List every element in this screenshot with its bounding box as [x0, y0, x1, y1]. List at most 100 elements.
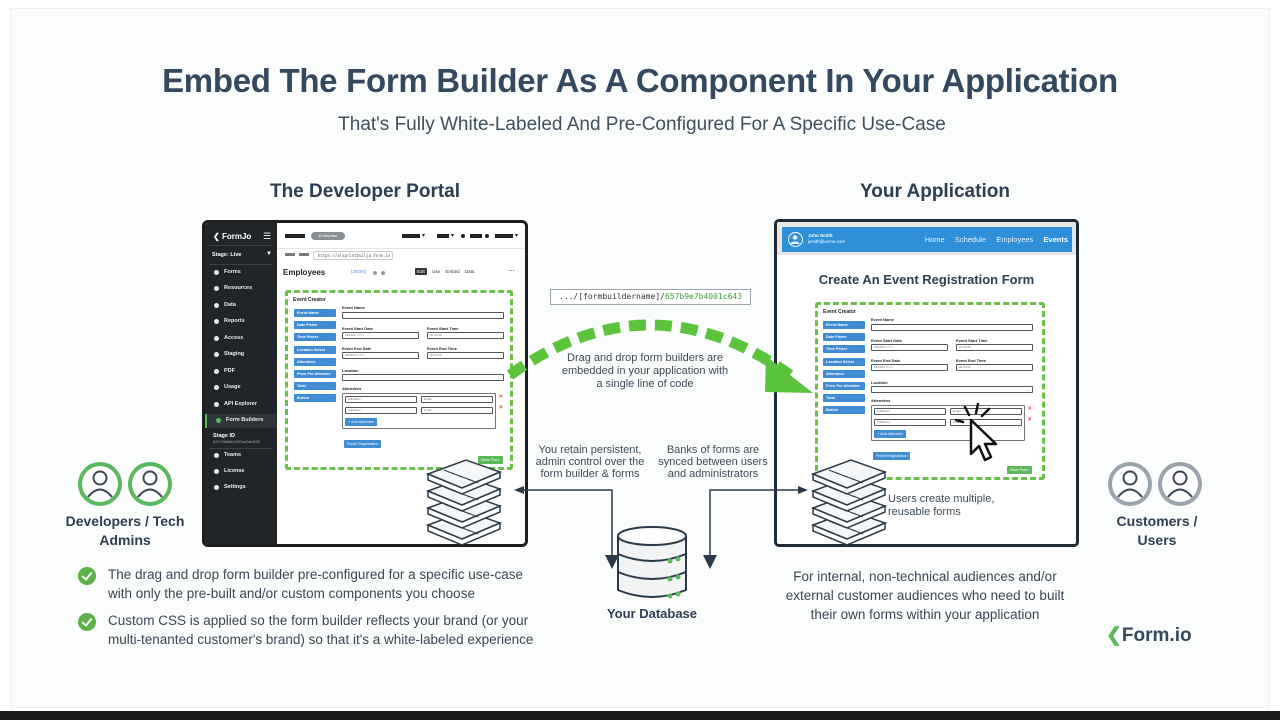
sidebar-item-license[interactable]: License: [205, 465, 277, 479]
app-label-start-date: Event Start Date: [871, 338, 902, 343]
app-add-attendee-button[interactable]: + Add Attendee: [874, 430, 906, 438]
portal-component-attendees[interactable]: Attendees: [294, 357, 336, 366]
app-component-attendees[interactable]: Attendees: [823, 369, 865, 378]
app-component-time-picker[interactable]: Time Picker: [823, 345, 865, 354]
menu-icon[interactable]: ☰: [263, 231, 272, 241]
nav-dot-icon: [214, 352, 219, 357]
app-end-time-input[interactable]: 00:00:00: [956, 364, 1033, 371]
app-label-attendees: Attendees: [871, 398, 891, 403]
stage-selector[interactable]: Stage: Live: [212, 252, 242, 258]
nav-home[interactable]: Home: [924, 235, 945, 244]
drag-drop-caption: Drag and drop form builders are embedded…: [561, 352, 729, 390]
sidebar-item-data[interactable]: Data: [205, 299, 277, 313]
bottom-bar: [0, 711, 1280, 720]
sidebar-item-staging[interactable]: Staging: [205, 348, 277, 362]
database-icon: [617, 526, 687, 599]
portal-logo: ❮ FormJo: [213, 232, 251, 241]
sidebar-item-usage[interactable]: Usage: [205, 381, 277, 395]
stack-layer: [810, 459, 888, 495]
app-finish-registration-button[interactable]: Finish Registration: [873, 452, 911, 460]
portal-start-time-input[interactable]: 00:00:00: [427, 332, 504, 339]
portal-remove-icon[interactable]: ×: [499, 394, 503, 400]
nav-employees[interactable]: Employees: [996, 235, 1034, 244]
chevron-down-icon: ⌄: [497, 375, 501, 380]
tab-embed[interactable]: Embed: [445, 269, 460, 274]
app-start-time-input[interactable]: 00:00:00: [956, 344, 1033, 351]
cursor-icon: [955, 402, 998, 462]
chevron-down-icon[interactable]: ▾: [422, 233, 426, 239]
sidebar-item-reports[interactable]: Reports: [205, 315, 277, 329]
sidebar-item-label: Usage: [224, 384, 241, 390]
app-location-select[interactable]: ⌄: [871, 386, 1033, 393]
connector-lines: [514, 486, 808, 569]
portal-url[interactable]: https://alsprintbuilja.form.io: [313, 251, 393, 260]
tab-data[interactable]: Data: [464, 269, 475, 274]
portal-component-price-per-attendee[interactable]: Price Per Attendee: [294, 370, 336, 378]
slide-subtitle: That's Fully White-Labeled And Pre-Confi…: [338, 114, 946, 135]
app-attendee-name-input[interactable]: FullName: [874, 408, 946, 415]
enterprise-badge: Enterprise: [311, 232, 345, 240]
app-component-button[interactable]: Button: [823, 406, 865, 415]
topbar-placeholder: [285, 234, 305, 238]
app-component-location-select[interactable]: Location Select: [823, 357, 865, 366]
portal-component-button[interactable]: Button: [294, 394, 336, 403]
portal-attendee-email-input[interactable]: Email: [421, 407, 493, 414]
app-attendee-email-input[interactable]: Email: [950, 419, 1022, 426]
portal-location-select[interactable]: ⌄: [342, 374, 504, 381]
slide-title: Embed The Form Builder As A Component In…: [162, 62, 1118, 99]
more-icon[interactable]: ⋯: [508, 268, 515, 275]
avatar[interactable]: [788, 232, 803, 247]
nav-events[interactable]: Events: [1043, 235, 1068, 244]
save-form-button[interactable]: Save Form: [478, 456, 503, 464]
portal-component-location-select[interactable]: Location Select: [294, 345, 336, 354]
tab-edit[interactable]: Edit: [415, 268, 427, 275]
sidebar-item-resources[interactable]: Resources: [205, 282, 277, 296]
portal-component-event-name[interactable]: Event Name: [294, 309, 336, 317]
app-component-date-picker[interactable]: Date Picker: [823, 333, 865, 342]
portal-component-total[interactable]: Total: [294, 382, 336, 391]
app-save-form-button[interactable]: Save Form: [1007, 466, 1032, 474]
sidebar-item-settings[interactable]: Settings: [205, 481, 277, 495]
portal-component-date-picker[interactable]: Date Picker: [294, 321, 336, 330]
sidebar-item-teams[interactable]: Teams: [205, 449, 277, 463]
app-component-event-name[interactable]: Event Name: [823, 321, 865, 329]
json-label[interactable]: {JSON}: [351, 269, 367, 274]
portal-event-name-input[interactable]: [342, 312, 504, 319]
app-start-date-input[interactable]: MM/DD/YYYY: [871, 344, 948, 351]
sidebar-item-access[interactable]: Access: [205, 332, 277, 346]
portal-component-time-picker[interactable]: Time Picker: [294, 333, 336, 342]
chevron-down-icon[interactable]: ▾: [451, 233, 455, 239]
formio-logo-icon: ❮: [1106, 625, 1122, 646]
code-hash: 657b9e7b4001c643: [664, 292, 743, 301]
stage-id-value: 6427e9b8d9c4061ba3de0428: [213, 440, 260, 444]
tab-use[interactable]: Use: [432, 269, 441, 274]
portal-label-end-date: Event End Date: [342, 346, 372, 351]
sidebar-item-forms[interactable]: Forms: [205, 266, 277, 280]
database-label: Your Database: [606, 606, 698, 621]
topbar-placeholder: [437, 234, 449, 238]
sidebar-item-label: Forms: [224, 269, 241, 275]
app-attendee-name-input[interactable]: FullName: [874, 419, 946, 426]
portal-start-date-input[interactable]: MM/DD/YYYY: [342, 332, 419, 339]
sidebar-item-pdf[interactable]: PDF: [205, 365, 277, 379]
app-component-price-per-attendee[interactable]: Price Per Attendee: [823, 382, 865, 390]
portal-attendee-email-input[interactable]: Email: [421, 396, 493, 403]
app-component-total[interactable]: Total: [823, 394, 865, 403]
portal-remove-icon[interactable]: ×: [499, 405, 503, 411]
portal-add-attendee-button[interactable]: + Add Attendee: [345, 418, 377, 426]
app-remove-icon[interactable]: ×: [1028, 406, 1032, 412]
sidebar-item-form-builders[interactable]: Form Builders: [205, 414, 277, 428]
portal-attendee-name-input[interactable]: FullName: [345, 407, 417, 414]
app-remove-icon[interactable]: ×: [1028, 417, 1032, 423]
portal-end-time-input[interactable]: 00:00:00: [427, 352, 504, 359]
app-end-date-input[interactable]: MM/DD/YYYY: [871, 364, 948, 371]
portal-attendee-name-input[interactable]: FullName: [345, 396, 417, 403]
portal-finish-registration-button[interactable]: Finish Registration: [344, 440, 382, 448]
sidebar-item-label: Teams: [224, 452, 242, 458]
app-builder-title: Event Creator: [823, 309, 856, 315]
portal-end-date-input[interactable]: MM/DD/YYYY: [342, 352, 419, 359]
chevron-down-icon[interactable]: ▾: [515, 233, 519, 239]
sidebar-item-api-explorer[interactable]: API Explorer: [205, 398, 277, 412]
app-event-name-input[interactable]: [871, 324, 1033, 331]
nav-schedule[interactable]: Schedule: [954, 235, 987, 244]
